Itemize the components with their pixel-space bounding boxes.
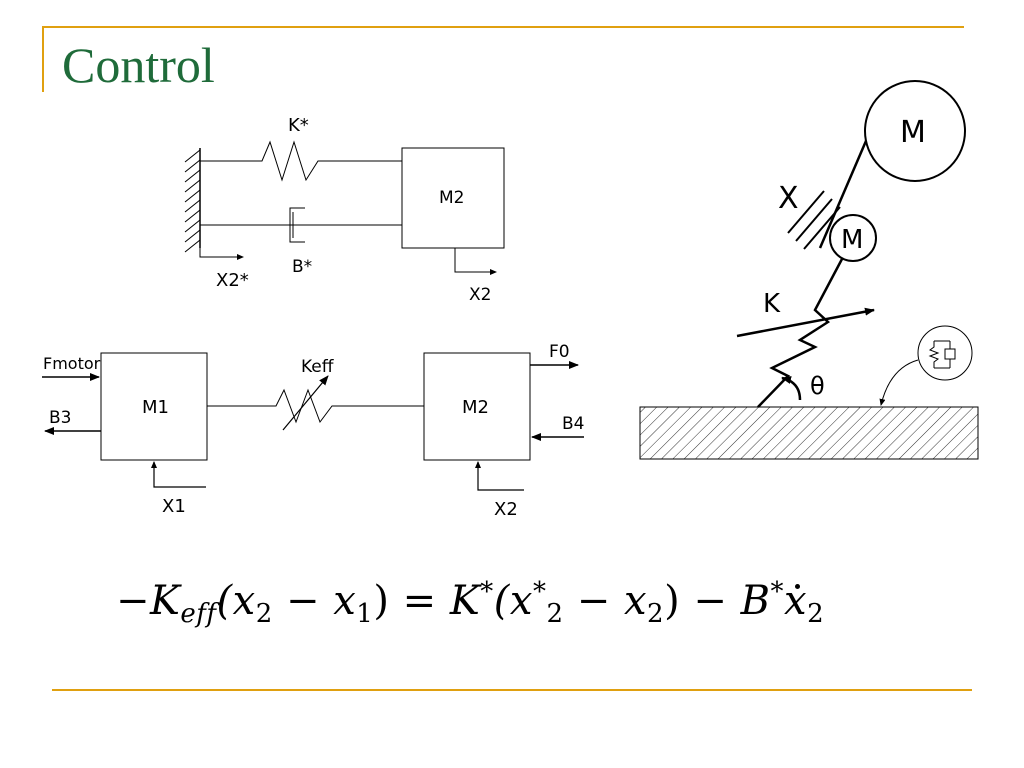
spring-k-star xyxy=(200,140,402,182)
damping-b4-label: B4 xyxy=(562,414,584,434)
ground-displacement-label: X2* xyxy=(216,270,249,291)
wall xyxy=(184,148,201,253)
left-accent-rule xyxy=(42,26,44,92)
transmission-lines xyxy=(787,190,841,250)
stiffness-arrow xyxy=(736,307,875,338)
mass-m2-box xyxy=(401,147,505,249)
impedance-callout xyxy=(879,325,973,406)
large-mass-label: M xyxy=(900,115,926,150)
mass-m1-box xyxy=(100,352,208,461)
bottom-accent-rule xyxy=(52,689,972,691)
disp-x1-arrow xyxy=(151,461,206,488)
hatched-ground xyxy=(639,406,979,460)
ground-displacement-arrow xyxy=(199,248,244,260)
variable-spring-arrow xyxy=(282,375,329,431)
mass-displacement-arrow xyxy=(454,248,497,275)
angle-label: θ xyxy=(810,372,825,400)
mass-m2-lower-label: M2 xyxy=(462,397,489,418)
spring-label: K* xyxy=(288,115,309,136)
arm-link-lower xyxy=(757,258,844,408)
damper-label: B* xyxy=(292,257,312,277)
slide-title: Control xyxy=(62,37,215,93)
stiffness-label: K xyxy=(763,289,781,319)
damper-b-star xyxy=(200,207,402,243)
variable-spring-keff xyxy=(207,388,424,424)
robot-arm-diagram: M M X K θ xyxy=(639,80,979,460)
mass-m1-label: M1 xyxy=(142,397,169,418)
disp-x1-label: X1 xyxy=(162,496,186,517)
large-mass-circle xyxy=(864,80,966,182)
mass-label: M2 xyxy=(439,188,464,208)
output-force-label: F0 xyxy=(549,342,570,362)
equation: −Keff(x2 − x1) = K*(x*2 − x2) − B*x2 xyxy=(116,577,825,629)
disp-x2-arrow xyxy=(475,461,524,491)
damping-b3-label: B3 xyxy=(49,408,71,428)
mass-displacement-label: X2 xyxy=(469,285,491,305)
small-mass-circle xyxy=(829,214,877,262)
mass-m2-box-lower xyxy=(423,352,531,461)
two-mass-diagram: Fmotor B3 M1 Keff M2 F0 B4 X1 X2 xyxy=(42,342,584,520)
small-mass-label: M xyxy=(841,225,863,255)
transmission-label: X xyxy=(778,181,799,216)
spring-keff-label: Keff xyxy=(301,357,335,377)
top-accent-rule xyxy=(42,26,964,28)
angle-arc-arrow xyxy=(781,376,802,401)
disp-x2-label: X2 xyxy=(494,499,518,520)
spring-damper-diagram: K* B* M2 X2* X2 xyxy=(184,115,505,305)
motor-force-label: Fmotor xyxy=(43,354,101,373)
